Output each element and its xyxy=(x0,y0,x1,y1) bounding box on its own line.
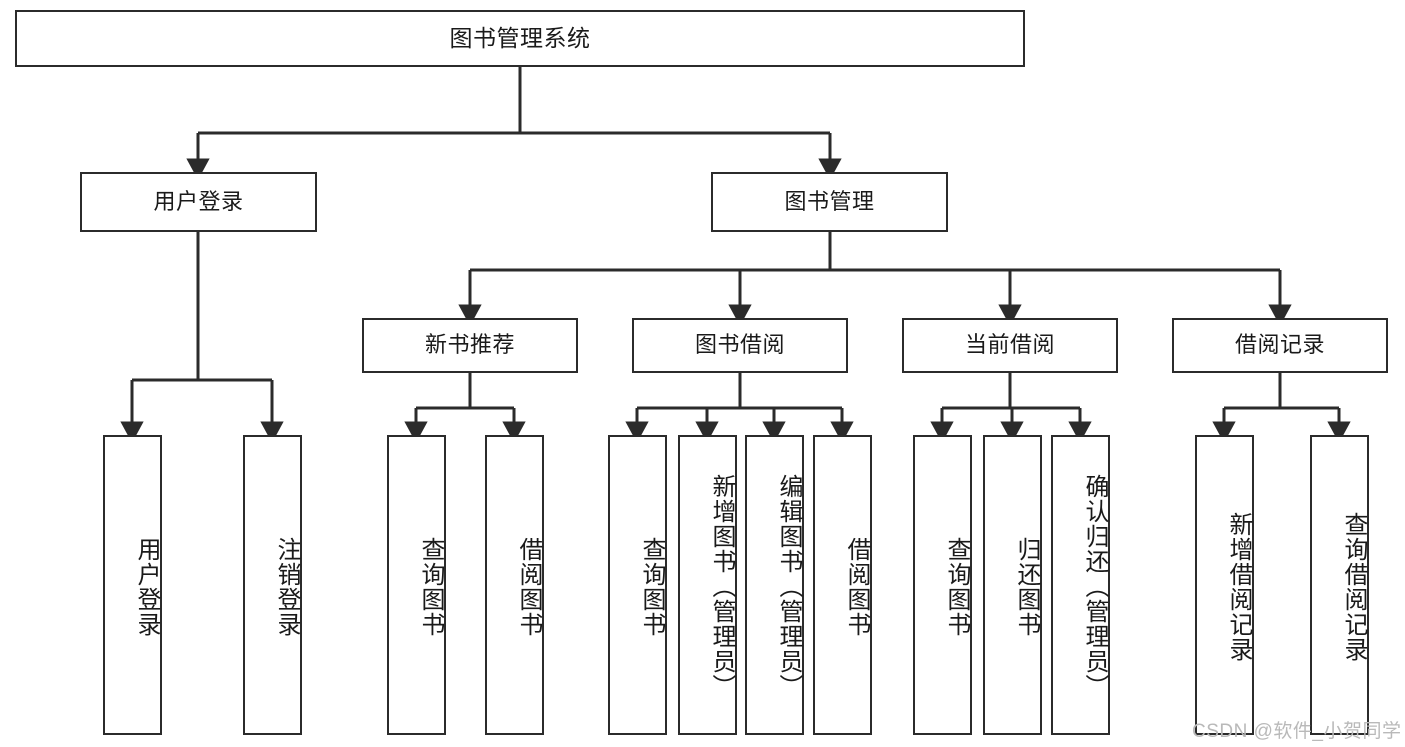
edge-group-new-book-rec xyxy=(404,373,526,443)
leaf-query-book-recommend[interactable]: 查询图书 xyxy=(387,435,446,735)
leaf-query-book-borrow[interactable]: 查询图书 xyxy=(608,435,667,735)
node-current-borrow[interactable]: 当前借阅 xyxy=(902,318,1118,373)
node-new-book-recommend[interactable]: 新书推荐 xyxy=(362,318,578,373)
leaf-query-book-current[interactable]: 查询图书 xyxy=(913,435,972,735)
node-book-borrow[interactable]: 图书借阅 xyxy=(632,318,848,373)
leaf-borrow-book[interactable]: 借阅图书 xyxy=(813,435,872,735)
node-book-management[interactable]: 图书管理 xyxy=(711,172,948,232)
node-borrow-records[interactable]: 借阅记录 xyxy=(1172,318,1388,373)
leaf-borrow-book-recommend[interactable]: 借阅图书 xyxy=(485,435,544,735)
edge-group-book-borrow xyxy=(625,373,854,443)
edge-group-current-borrow xyxy=(930,373,1092,443)
leaf-return-book[interactable]: 归还图书 xyxy=(983,435,1042,735)
leaf-user-logout[interactable]: 注销登录 xyxy=(243,435,302,735)
leaf-edit-book-admin[interactable]: 编辑图书（管理员） xyxy=(745,435,804,735)
leaf-query-borrow-record[interactable]: 查询借阅记录 xyxy=(1310,435,1369,735)
leaf-add-book-admin[interactable]: 新增图书（管理员） xyxy=(678,435,737,735)
edge-group-borrow-records xyxy=(1212,373,1351,443)
leaf-user-login[interactable]: 用户登录 xyxy=(103,435,162,735)
edge-group-root xyxy=(186,67,842,180)
edge-group-book-manage xyxy=(458,232,1292,326)
edge-group-user-login xyxy=(120,232,284,443)
node-root-system[interactable]: 图书管理系统 xyxy=(15,10,1025,67)
leaf-add-borrow-record[interactable]: 新增借阅记录 xyxy=(1195,435,1254,735)
node-user-login[interactable]: 用户登录 xyxy=(80,172,317,232)
leaf-confirm-return-admin[interactable]: 确认归还（管理员） xyxy=(1051,435,1110,735)
watermark-credit: CSDN @软件_小贺同学 xyxy=(1192,721,1402,742)
